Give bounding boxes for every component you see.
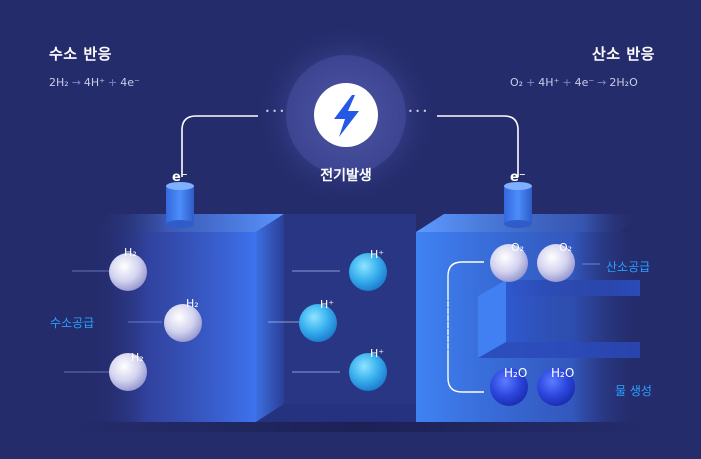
wire-left: [181, 115, 258, 177]
o2-sphere-2: [537, 244, 575, 282]
membrane: [256, 214, 284, 422]
electrode-left-cap: [166, 182, 194, 190]
plus-icon: +: [107, 76, 118, 89]
eq-2h2o: 2H₂O: [609, 76, 638, 89]
eq-4e-minus: 4e⁻: [120, 76, 140, 89]
water-label-1: H₂O: [504, 366, 528, 380]
wire-right: [437, 115, 519, 177]
plus-icon: +: [562, 76, 572, 89]
oxygen-reaction-title: 산소 반응: [592, 45, 655, 63]
ion-label-2: H⁺: [320, 298, 335, 311]
eq-4e-minus: 4e⁻: [574, 76, 595, 89]
h2-sphere-1: [109, 253, 147, 291]
dots-right: • • •: [408, 107, 428, 116]
lightning-bolt-icon: [334, 95, 359, 137]
oxygen-flow-path: [447, 261, 484, 393]
h2-label-3: H₂: [131, 351, 144, 364]
floor-shadow: [60, 420, 660, 432]
electrode-left-base: [166, 220, 194, 228]
water-label-2: H₂O: [551, 366, 575, 380]
electrode-right-label: e⁻: [510, 170, 526, 185]
plus-icon: +: [526, 76, 536, 89]
water-output-label: 물 생성: [615, 384, 652, 398]
water-sphere-1: [490, 368, 528, 406]
oxygen-equation: O₂+4H⁺+4e⁻→2H₂O: [510, 76, 638, 89]
eq-4h-plus: 4H⁺: [83, 76, 105, 89]
h2-sphere-3: [109, 353, 147, 391]
membrane-bottom: [256, 404, 416, 422]
o2-label-1: O₂: [511, 241, 525, 254]
electrode-left-body: [166, 186, 194, 224]
water-sphere-2: [537, 368, 575, 406]
h2-sphere-2: [164, 304, 202, 342]
channel-back: [506, 280, 640, 342]
channel-bottom: [478, 342, 640, 358]
channel-side: [478, 280, 506, 358]
eq-4h-plus: 4H⁺: [538, 76, 560, 89]
eq-h2: 2H₂: [49, 76, 69, 89]
electrode-left-label: e⁻: [172, 170, 188, 185]
electrode-right-body: [504, 186, 532, 224]
ion-sphere-2: [299, 304, 337, 342]
hydrogen-supply-label: 수소공급: [50, 316, 95, 330]
ion-label-3: H⁺: [370, 347, 385, 360]
h2-label-1: H₂: [124, 246, 137, 259]
ion-sphere-3: [349, 353, 387, 391]
h2-label-2: H₂: [186, 297, 199, 310]
ion-label-1: H⁺: [370, 248, 385, 261]
hydrogen-equation: 2H₂→4H⁺+4e⁻: [49, 76, 140, 89]
electrode-right-base: [504, 220, 532, 228]
eq-o2: O₂: [510, 76, 524, 89]
arrow-icon: →: [71, 76, 81, 89]
hydrogen-reaction-title: 수소 반응: [49, 45, 112, 63]
oxygen-supply-label: 산소공급: [606, 260, 651, 274]
electricity-label: 전기발생: [320, 168, 372, 184]
o2-sphere-1: [490, 244, 528, 282]
ion-sphere-1: [349, 253, 387, 291]
electrode-right-cap: [504, 182, 532, 190]
o2-label-2: O₂: [559, 241, 573, 254]
dots-left: • • •: [265, 107, 285, 116]
arrow-icon: →: [597, 76, 607, 89]
